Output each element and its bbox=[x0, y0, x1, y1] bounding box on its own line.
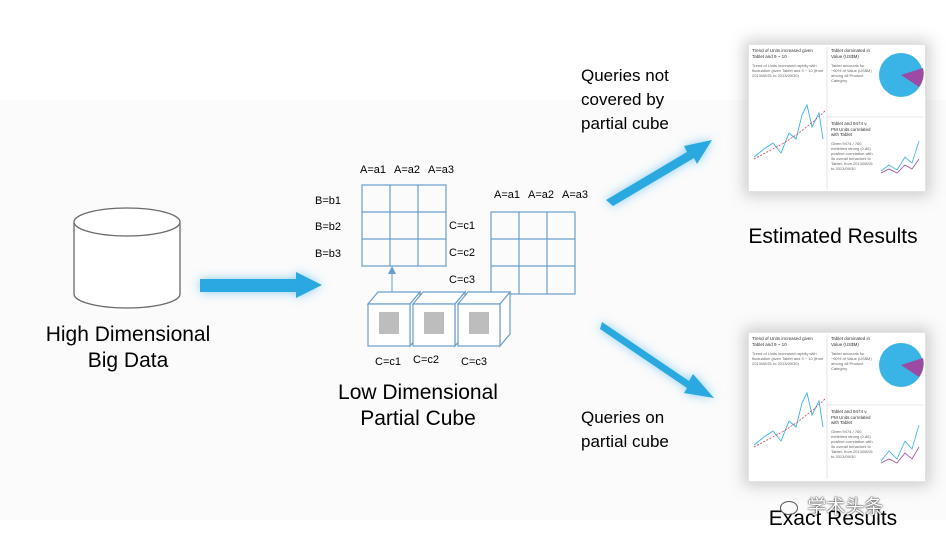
queries-on-line1: Queries on bbox=[581, 408, 665, 427]
card1-bottom-right-body: Given 9474 / 760, exhibited strong (0.86… bbox=[831, 141, 874, 171]
arrow-to-exact-results bbox=[600, 322, 714, 398]
card2-thumbnail-graphics bbox=[753, 335, 924, 479]
card2-bottom-right-title: Tablet and 9474 v. PM Units correlated w… bbox=[831, 409, 871, 425]
queries-not-covered-line1: Queries not bbox=[581, 66, 669, 85]
side-label-c3: C=c3 bbox=[449, 274, 475, 286]
card1-top-right-body: Tablet accounts for ~60% of Value (US$M)… bbox=[831, 63, 872, 83]
card2-bottom-right-body: Given 9474 / 760, exhibited strong (0.86… bbox=[831, 429, 874, 459]
card2-left-body: Trend of Units increased rapidly with fl… bbox=[752, 351, 824, 366]
queries-not-covered-line2: covered by bbox=[581, 90, 665, 109]
side-label-c1: C=c1 bbox=[449, 220, 475, 232]
grid1-row-b3: B=b3 bbox=[315, 248, 341, 260]
queries-not-covered-label: Queries not covered by partial cube bbox=[581, 64, 669, 136]
exact-results-label: Exact Results bbox=[768, 507, 898, 530]
exact-results-card: Trend of Units increased given Tablet an… bbox=[748, 332, 926, 482]
grid2-col-a2: A=a2 bbox=[528, 189, 554, 201]
card1-left-body: Trend of Units increased rapidly with fl… bbox=[752, 63, 824, 78]
watermark: 学术头条 bbox=[780, 492, 883, 519]
cube-c2-icon bbox=[411, 290, 467, 348]
high-dimensional-line2: Big Data bbox=[87, 349, 169, 372]
card2-top-right-title: Tablet dominated in Value (US$M) bbox=[831, 336, 871, 347]
partial-cube-title: Low Dimensional Partial Cube bbox=[318, 380, 518, 432]
estimated-results-label: Estimated Results bbox=[748, 225, 918, 248]
cube-c3-icon bbox=[456, 290, 512, 348]
card1-thumbnail-graphics bbox=[753, 47, 924, 189]
partial-cube-grid-ab bbox=[361, 184, 447, 267]
card1-top-right-title: Tablet dominated in Value (US$M) bbox=[831, 48, 871, 59]
grid1-col-a2: A=a2 bbox=[394, 164, 420, 176]
queries-not-covered-line3: partial cube bbox=[581, 114, 669, 133]
grid1-row-b1: B=b1 bbox=[315, 195, 341, 207]
watermark-chat-icon bbox=[780, 500, 798, 515]
grid2-col-a1: A=a1 bbox=[494, 189, 520, 201]
card1-left-title: Trend of Units increased given Tablet an… bbox=[752, 48, 813, 59]
bottom-label-c2: C=c2 bbox=[413, 354, 439, 366]
bottom-label-c3: C=c3 bbox=[461, 356, 487, 368]
database-cylinder-icon bbox=[73, 207, 181, 309]
grid1-col-a1: A=a1 bbox=[360, 164, 386, 176]
grid2-col-a3: A=a3 bbox=[562, 189, 588, 201]
high-dimensional-label: High Dimensional Big Data bbox=[30, 322, 226, 374]
estimated-results-card: Trend of Units increased given Tablet an… bbox=[748, 44, 926, 192]
partial-cube-title-line1: Low Dimensional bbox=[338, 381, 498, 404]
partial-cube-grid-ac bbox=[490, 211, 576, 295]
data-flow-arrow bbox=[200, 272, 322, 298]
arrow-to-estimated-results bbox=[606, 140, 712, 206]
cube-c1-icon bbox=[366, 290, 422, 348]
watermark-text: 学术头条 bbox=[807, 497, 884, 518]
side-label-c2: C=c2 bbox=[449, 247, 475, 259]
card2-top-right-body: Tablet accounts for ~60% of Value (US$M)… bbox=[831, 351, 872, 371]
grid1-col-a3: A=a3 bbox=[428, 164, 454, 176]
card1-bottom-right-title: Tablet and 9474 v. PM Units correlated w… bbox=[831, 121, 871, 137]
high-dimensional-line1: High Dimensional bbox=[45, 323, 211, 346]
bottom-label-c1: C=c1 bbox=[375, 356, 401, 368]
queries-on-label: Queries on partial cube bbox=[581, 406, 669, 454]
grid1-row-b2: B=b2 bbox=[315, 221, 341, 233]
card2-left-title: Trend of Units increased given Tablet an… bbox=[752, 336, 813, 347]
partial-cube-title-line2: Partial Cube bbox=[360, 407, 476, 430]
queries-on-line2: partial cube bbox=[581, 432, 669, 451]
